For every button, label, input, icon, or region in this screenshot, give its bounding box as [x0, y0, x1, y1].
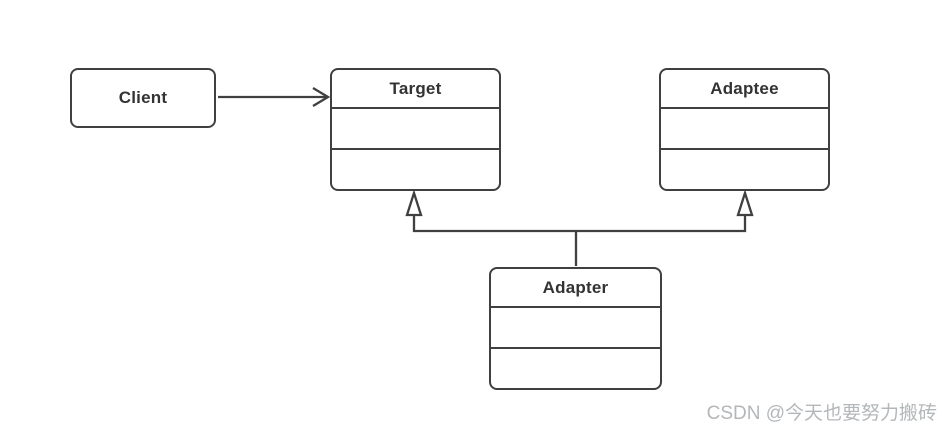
class-adaptee-operations-compartment: [661, 150, 828, 189]
class-adapter-attributes-compartment: [491, 308, 660, 349]
class-adapter-operations-compartment: [491, 349, 660, 388]
watermark: CSDN @今天也要努力搬砖: [706, 403, 937, 424]
class-target-name: Target: [332, 70, 499, 109]
class-target: Target: [330, 68, 501, 191]
class-target-attributes-compartment: [332, 109, 499, 150]
class-client: Client: [70, 68, 216, 128]
client-target-association-arrow: [218, 87, 331, 107]
hollow-triangle-adaptee-icon: [736, 189, 754, 217]
inheritance-connector: [412, 215, 747, 266]
class-adapter: Adapter: [489, 267, 662, 390]
hollow-triangle-target-icon: [405, 189, 423, 217]
class-adaptee-name: Adaptee: [661, 70, 828, 109]
class-target-operations-compartment: [332, 150, 499, 189]
class-adapter-name: Adapter: [491, 269, 660, 308]
open-arrowhead-icon: [312, 87, 331, 107]
class-adaptee: Adaptee: [659, 68, 830, 191]
class-adaptee-attributes-compartment: [661, 109, 828, 150]
class-client-name: Client: [118, 88, 168, 107]
